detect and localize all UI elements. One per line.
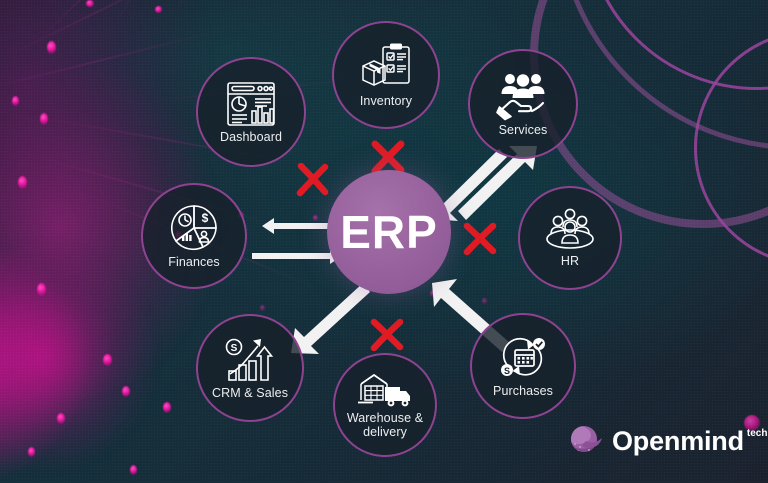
erp-label: ERP [340,206,438,258]
finance-pie-icon: $ [168,203,220,253]
hand-people-icon [496,71,550,121]
svg-text:S: S [504,366,510,376]
arrow-erp-to-finances [252,218,352,264]
node-finances[interactable]: $ Finances [141,183,247,289]
node-label: Dashboard [219,130,283,144]
node-hr[interactable]: HR [518,186,622,290]
warehouse-truck-icon [357,371,413,411]
node-label: CRM & Sales [211,386,289,400]
node-purchases[interactable]: S Purchases [470,313,576,419]
svg-text:$: $ [202,211,209,225]
purchase-cycle-icon: S [496,334,550,382]
node-label: Services [498,123,548,137]
node-services[interactable]: Services [468,49,578,159]
node-label: Finances [168,255,220,269]
openmind-tech-logo: Openmind tech [569,424,767,458]
node-label: Warehouse & delivery [346,411,424,439]
sales-growth-icon: S [223,336,277,384]
dashboard-icon [225,80,277,128]
node-label: Inventory [359,94,413,108]
logo-wordmark: Openmind [612,425,744,456]
x-mark-warehouse-link [370,318,404,352]
erp-center-node[interactable]: ERP [327,170,451,294]
team-icon [544,208,596,252]
node-dashboard[interactable]: Dashboard [196,57,306,167]
x-mark-dashboard-link [296,163,329,197]
x-mark-inventory-link [371,140,405,175]
node-inventory[interactable]: Inventory [332,21,440,129]
arrow-services-erp-pair [430,146,537,221]
openmind-sphere-logo [569,424,603,458]
node-label: HR [560,254,580,268]
node-crm-sales[interactable]: S CRM & Sales [196,314,304,422]
arrow-erp-to-crm [291,283,370,354]
svg-text:S: S [231,343,238,354]
logo-superscript: tech [746,428,768,439]
x-mark-hr-link [463,222,497,256]
node-warehouse-delivery[interactable]: Warehouse & delivery [333,353,437,457]
clipboard-box-icon [359,42,413,92]
node-label: Purchases [493,384,553,398]
